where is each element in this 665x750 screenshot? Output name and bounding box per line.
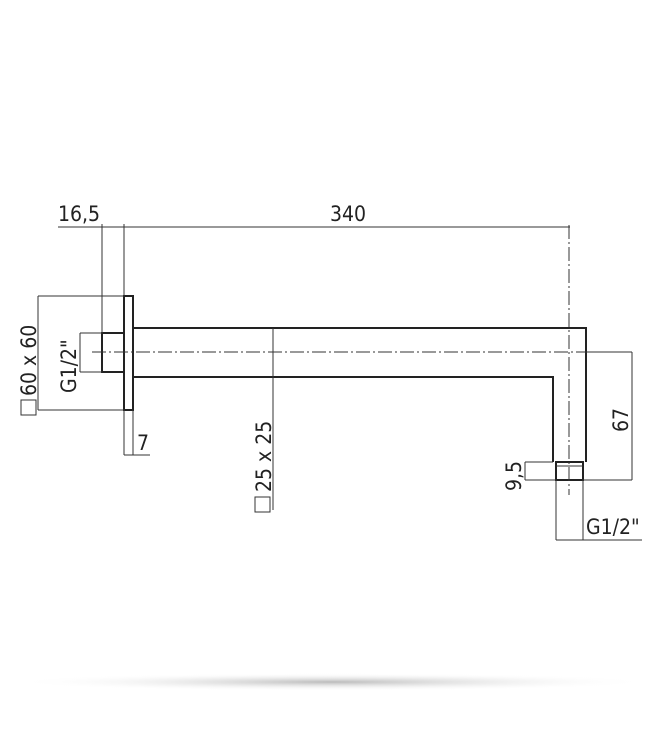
- dim-inlet-thread: G1/2": [57, 332, 102, 393]
- arm-body: [133, 327, 587, 462]
- dim-drop-label: 67: [609, 408, 633, 432]
- dim-offset-label: 16,5: [58, 202, 100, 226]
- dim-length-label: 340: [330, 202, 366, 226]
- dim-outlet-length-label: 9,5: [502, 461, 526, 491]
- dim-drop-height: 67: [583, 351, 633, 481]
- dim-length: 16,5 340: [58, 202, 570, 333]
- dim-flange-thickness: 7: [123, 410, 150, 456]
- dim-outlet-thread-label: G1/2": [586, 515, 640, 539]
- dim-inlet-thread-label: G1/2": [57, 339, 81, 393]
- floor-shadow: [12, 673, 652, 691]
- square-symbol-icon: [20, 399, 37, 416]
- dim-flange-size: 60 x 60: [17, 295, 124, 416]
- wall-flange: [123, 295, 134, 411]
- dim-flange-label: 60 x 60: [17, 325, 41, 396]
- dim-arm-section: 25 x 25: [252, 328, 276, 513]
- dim-section-label: 25 x 25: [252, 421, 276, 492]
- dim-outlet-thread: G1/2": [555, 480, 642, 541]
- square-symbol-icon: [254, 496, 271, 513]
- dim-thickness-label: 7: [137, 431, 149, 455]
- dim-outlet-thread-length: 9,5: [502, 461, 556, 491]
